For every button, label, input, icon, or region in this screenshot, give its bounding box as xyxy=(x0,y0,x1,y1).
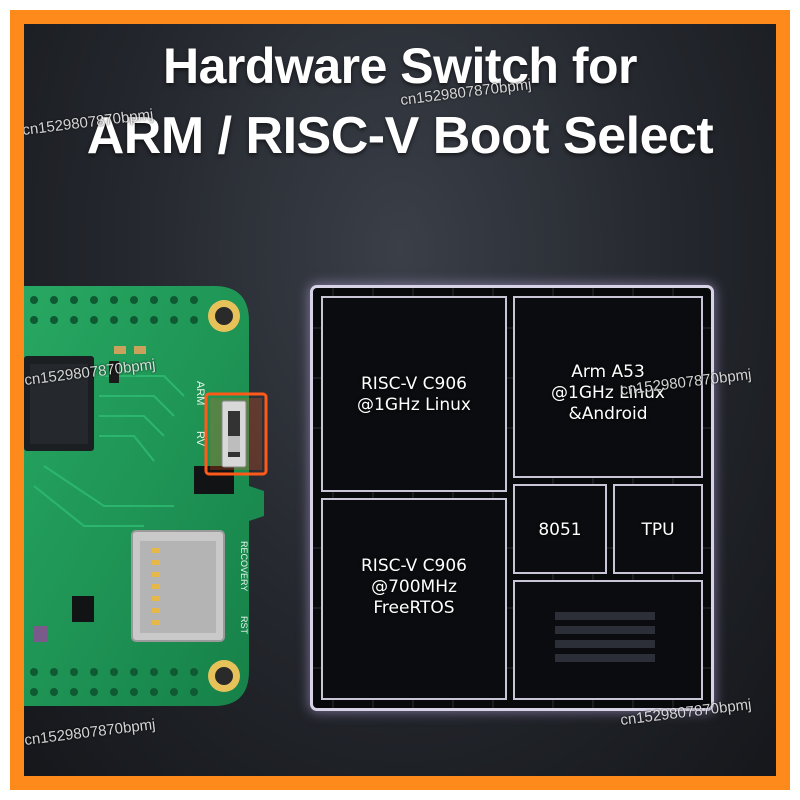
block-tpu: TPU xyxy=(613,484,703,574)
memory-grid-pattern xyxy=(555,612,655,662)
block-riscv-rtos: RISC-V C906 @700MHz FreeRTOS xyxy=(321,498,507,700)
block-riscv-linux-line-1: RISC-V C906 xyxy=(361,374,467,394)
switch-label-rv: RV xyxy=(194,431,206,447)
block-arm-a53: Arm A53 @1GHz Linux &Android xyxy=(513,296,703,478)
block-rtos-line-3: FreeRTOS xyxy=(373,598,455,618)
block-tpu-label: TPU xyxy=(641,520,675,540)
block-riscv-linux: RISC-V C906 @1GHz Linux xyxy=(321,296,507,492)
product-image: Hardware Switch for ARM / RISC-V Boot Se… xyxy=(24,24,776,776)
block-arm-line-1: Arm A53 xyxy=(571,362,645,382)
watermark-5: cn1529807870bpmj xyxy=(24,716,157,749)
recovery-label: RECOVERY xyxy=(239,541,249,591)
switch-label-arm: ARM xyxy=(194,381,206,405)
pcb-board: ARM RV RECOVERY RST xyxy=(24,286,268,706)
headline-line-2: ARM / RISC-V Boot Select xyxy=(86,107,714,165)
block-arm-line-2: @1GHz Linux xyxy=(551,383,665,403)
block-riscv-linux-line-2: @1GHz Linux xyxy=(357,395,471,415)
soc-die-diagram: RISC-V C906 @1GHz Linux Arm A53 @1GHz Li… xyxy=(313,288,711,708)
block-memory xyxy=(513,580,703,700)
rst-label: RST xyxy=(239,616,249,635)
block-rtos-line-1: RISC-V C906 xyxy=(361,556,467,576)
block-8051: 8051 xyxy=(513,484,607,574)
block-rtos-line-2: @700MHz xyxy=(371,577,457,597)
block-arm-line-3: &Android xyxy=(568,404,648,424)
block-8051-label: 8051 xyxy=(538,520,582,540)
headline-line-1: Hardware Switch for xyxy=(163,38,637,94)
